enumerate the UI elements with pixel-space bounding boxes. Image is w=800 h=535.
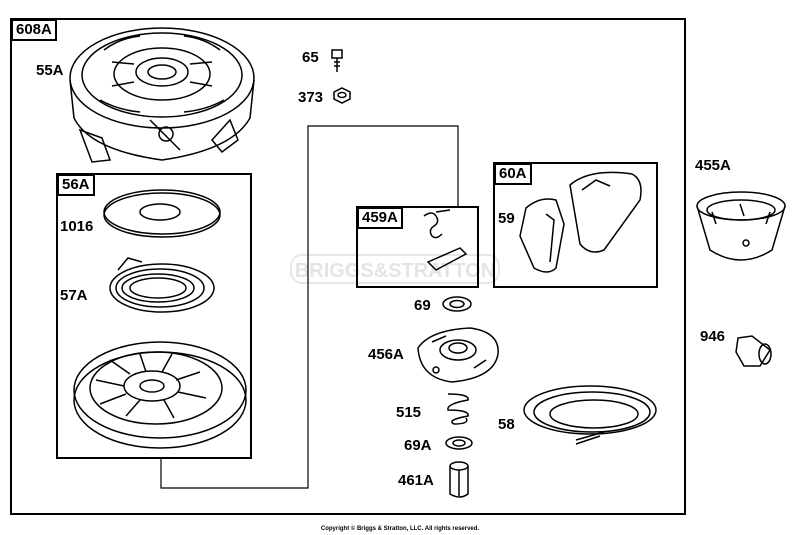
cam-dog-icon xyxy=(417,327,499,383)
group-60a-frame xyxy=(493,162,658,288)
washer-plate-icon xyxy=(103,189,221,238)
part-label-65: 65 xyxy=(302,49,319,66)
group-tag-60a: 60A xyxy=(494,163,532,185)
part-label-1016: 1016 xyxy=(60,218,94,235)
part-label-57a: 57A xyxy=(60,287,88,304)
starter-housing-icon xyxy=(69,27,255,163)
starter-rope-icon xyxy=(523,385,657,445)
bushing-icon xyxy=(735,335,772,367)
part-label-515: 515 xyxy=(396,404,422,421)
nut-icon xyxy=(333,87,351,104)
part-label-373: 373 xyxy=(298,89,324,106)
coil-spring-icon xyxy=(447,393,469,425)
pin-icon xyxy=(449,461,469,498)
part-label-59: 59 xyxy=(498,210,515,227)
leader-line xyxy=(160,125,459,489)
copyright-notice: Copyright © Briggs & Stratton, LLC. All … xyxy=(320,526,480,532)
part-label-55a: 55A xyxy=(36,62,64,79)
part-label-461a: 461A xyxy=(398,472,434,489)
group-tag-459a: 459A xyxy=(357,207,403,229)
pulley-icon xyxy=(73,341,247,449)
screw-icon xyxy=(331,49,343,72)
spring-clip-icon xyxy=(423,209,468,271)
group-56a-frame xyxy=(56,173,252,459)
group-459a-frame xyxy=(356,206,479,288)
starter-cup-icon xyxy=(696,191,786,261)
part-label-69a: 69A xyxy=(404,437,432,454)
part-label-58: 58 xyxy=(498,416,515,433)
part-label-456a: 456A xyxy=(368,346,404,363)
assembly-608a-frame xyxy=(10,18,686,515)
part-label-69: 69 xyxy=(414,297,431,314)
starter-handle-icon xyxy=(519,171,642,273)
part-label-946: 946 xyxy=(700,328,726,345)
part-label-455a: 455A xyxy=(695,157,731,174)
group-tag-56a: 56A xyxy=(57,174,95,196)
group-tag-608a: 608A xyxy=(11,19,57,41)
rewind-spring-icon xyxy=(109,257,215,313)
washer-icon xyxy=(442,296,472,312)
washer-small-icon xyxy=(445,436,473,450)
